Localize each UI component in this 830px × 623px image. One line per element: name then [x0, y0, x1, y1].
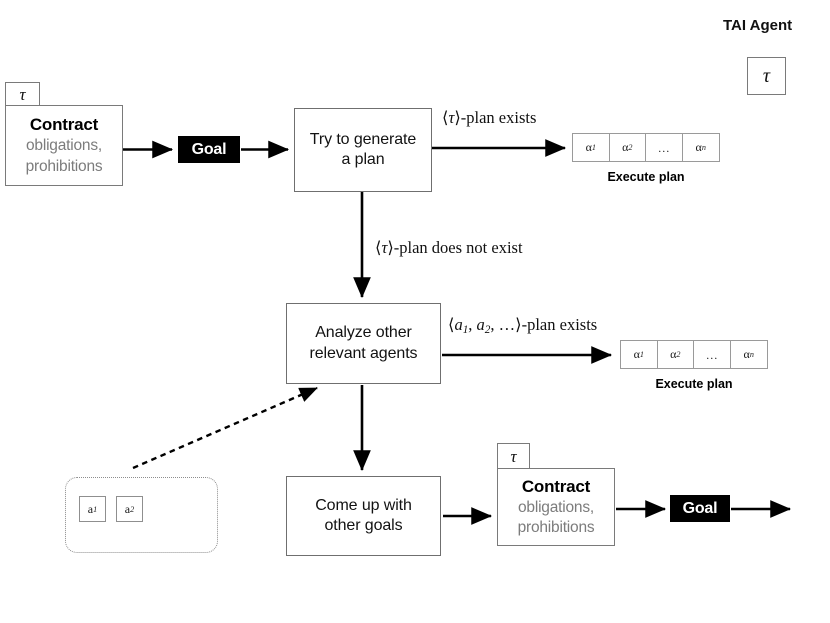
edge-label-agents-plan-exists-text: -plan exists — [521, 315, 598, 334]
edge-label-agents-plan-exists: ⟨a1, a2, …⟩-plan exists — [448, 315, 597, 336]
angle-open: ⟨ — [442, 108, 449, 127]
process-try-generate-plan: Try to generate a plan — [294, 108, 432, 192]
tai-agent-tau-box: τ — [747, 57, 786, 95]
tau-symbol: τ — [448, 108, 455, 127]
angle-open: ⟨ — [448, 315, 455, 334]
separator-1: , — [468, 315, 477, 334]
agent-symbol-1: a — [454, 315, 463, 334]
plan-cell-subscript: n — [749, 350, 754, 359]
plan-cell-ellipsis: … — [694, 341, 731, 368]
edge-label-tau-plan-exists: ⟨τ⟩-plan exists — [442, 108, 536, 128]
process-come-up-goals: Come up with other goals — [286, 476, 441, 556]
arrow-agents-to-analyze-dotted — [132, 386, 318, 470]
contract-top-title: Contract — [29, 115, 99, 135]
process-come-up-goals-line2: other goals — [324, 517, 403, 534]
plan-cell-symbol: … — [657, 141, 670, 155]
edge-label-tau-plan-not-exists-text: -plan does not exist — [393, 238, 523, 257]
agent-symbol: a — [124, 501, 131, 516]
plan-cell-subscript: 1 — [591, 143, 596, 152]
agent-subscript-1: 1 — [462, 324, 469, 337]
tau-symbol: τ — [510, 446, 517, 466]
edge-label-tau-plan-exists-text: -plan exists — [460, 108, 537, 127]
angle-open: ⟨ — [375, 238, 382, 257]
process-try-generate-plan-line2: a plan — [341, 151, 385, 168]
contract-top-line1: obligations, — [25, 137, 103, 155]
contract-top-tau-tab: τ — [5, 82, 40, 106]
contract-top: τ Contract obligations, prohibitions — [5, 82, 123, 186]
angle-close: ⟩ — [454, 108, 461, 127]
contract-bottom-body: Contract obligations, prohibitions — [497, 468, 615, 546]
plan-cell-symbol: α — [695, 140, 702, 154]
plan-cell-ellipsis: … — [646, 134, 683, 161]
plan-cell-symbol: α — [633, 347, 640, 361]
contract-top-body: Contract obligations, prohibitions — [5, 105, 123, 186]
edge-label-tau-plan-not-exists: ⟨τ⟩-plan does not exist — [375, 238, 523, 258]
agent-subscript: 2 — [130, 504, 135, 514]
plan-cell-subscript: 1 — [639, 350, 644, 359]
agent-symbol-2: a — [476, 315, 485, 334]
plan-cell-symbol: α — [585, 140, 592, 154]
tau-symbol: τ — [381, 238, 388, 257]
tau-symbol: τ — [19, 84, 26, 104]
agent-symbol: a — [87, 501, 94, 516]
process-analyze-agents-line2: relevant agents — [309, 344, 418, 362]
plan-cell-symbol: … — [705, 348, 718, 362]
tau-symbol: τ — [762, 64, 771, 87]
goal-top: Goal — [178, 136, 240, 163]
plan-cell-subscript: 2 — [628, 143, 633, 152]
plan-cell-subscript: n — [701, 143, 706, 152]
angle-close: ⟩ — [387, 238, 394, 257]
tai-agent-title: TAI Agent — [723, 17, 793, 34]
plan-cell-symbol: α — [743, 347, 750, 361]
contract-bottom: τ Contract obligations, prohibitions — [497, 443, 615, 546]
process-analyze-agents-line1: Analyze other — [315, 324, 412, 342]
plan-cell-symbol: α — [670, 347, 677, 361]
plan-strip-top-caption: Execute plan — [607, 170, 685, 184]
contract-bottom-line2: prohibitions — [517, 519, 595, 537]
plan-cell-subscript: 2 — [676, 350, 681, 359]
goal-bottom: Goal — [670, 495, 730, 522]
process-come-up-goals-line1: Come up with — [315, 496, 412, 514]
process-try-generate-plan-line1: Try to generate — [309, 130, 417, 148]
contract-bottom-title: Contract — [521, 476, 591, 496]
contract-bottom-line1: obligations, — [517, 498, 595, 516]
process-analyze-agents: Analyze other relevant agents — [286, 303, 441, 384]
plan-strip-bottom-caption: Execute plan — [655, 377, 733, 391]
contract-bottom-tau-tab: τ — [497, 443, 530, 469]
contract-top-line2: prohibitions — [25, 157, 103, 175]
separator-2: , … — [490, 315, 516, 334]
angle-close: ⟩ — [515, 315, 522, 334]
agent-subscript: 1 — [93, 504, 98, 514]
agent-subscript-2: 2 — [484, 324, 491, 337]
plan-cell-symbol: α — [622, 140, 629, 154]
